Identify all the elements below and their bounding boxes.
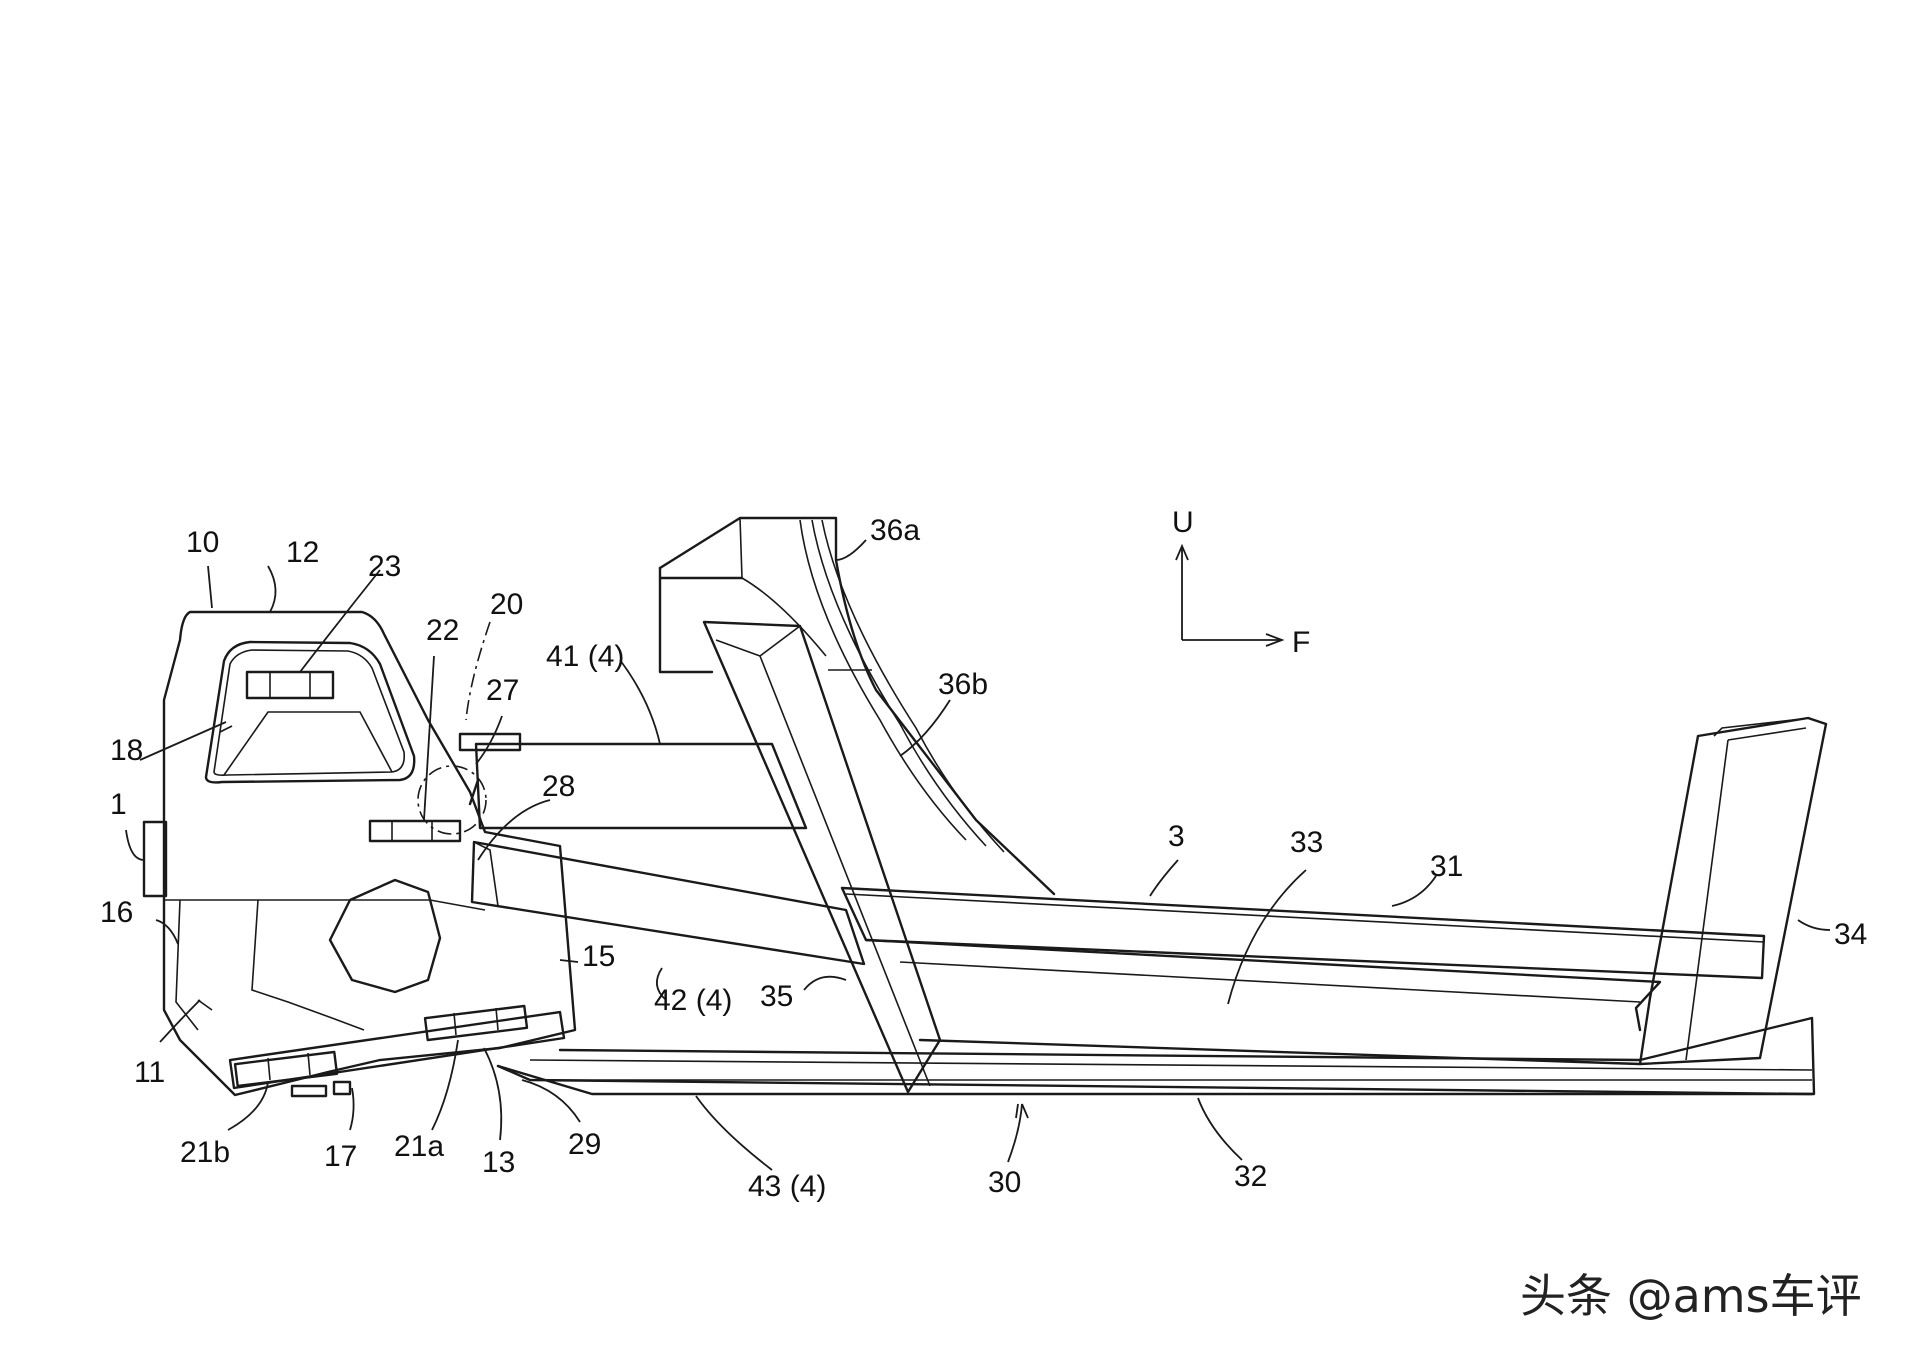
label-43: 43 (4) — [748, 1170, 826, 1203]
post-34 — [1638, 716, 1828, 1066]
label-up: U — [1172, 506, 1194, 539]
label-23: 23 — [368, 550, 401, 583]
label-17: 17 — [324, 1140, 357, 1173]
label-18: 18 — [110, 734, 143, 767]
rail-41 — [474, 742, 808, 830]
label-42: 42 (4) — [654, 984, 732, 1017]
label-41: 41 (4) — [546, 640, 624, 673]
label-33: 33 — [1290, 826, 1323, 859]
labels: 10 12 23 22 20 27 41 (4) 36a 36b 18 1 28… — [100, 506, 1867, 1203]
floor-30 — [496, 1016, 1816, 1096]
leader-lines — [125, 539, 1831, 1171]
label-forward: F — [1292, 626, 1310, 659]
label-31: 31 — [1430, 850, 1463, 883]
label-22: 22 — [426, 614, 459, 647]
label-11: 11 — [134, 1056, 165, 1089]
floor-31 — [840, 886, 1766, 1066]
label-30: 30 — [988, 1166, 1021, 1199]
direction-indicator — [1175, 543, 1285, 647]
label-16: 16 — [100, 896, 133, 929]
label-21a: 21a — [394, 1130, 444, 1163]
label-32: 32 — [1234, 1160, 1267, 1193]
label-1: 1 — [110, 788, 127, 821]
label-36a: 36a — [870, 514, 920, 547]
label-28: 28 — [542, 770, 575, 803]
label-29: 29 — [568, 1128, 601, 1161]
housing-10 — [142, 610, 577, 1098]
pillar-36 — [658, 516, 1056, 896]
label-21b: 21b — [180, 1136, 230, 1169]
member-35 — [702, 620, 942, 1094]
label-20: 20 — [490, 588, 523, 621]
label-12: 12 — [286, 536, 319, 569]
rail-42 — [470, 840, 866, 966]
label-36b: 36b — [938, 668, 988, 701]
label-13: 13 — [482, 1146, 515, 1179]
label-3: 3 — [1168, 820, 1185, 853]
watermark: 头条 @ams车评 — [1520, 1269, 1862, 1323]
label-27: 27 — [486, 674, 519, 707]
label-15: 15 — [582, 940, 615, 973]
label-35: 35 — [760, 980, 793, 1013]
label-34: 34 — [1834, 918, 1867, 951]
label-10: 10 — [186, 526, 219, 559]
